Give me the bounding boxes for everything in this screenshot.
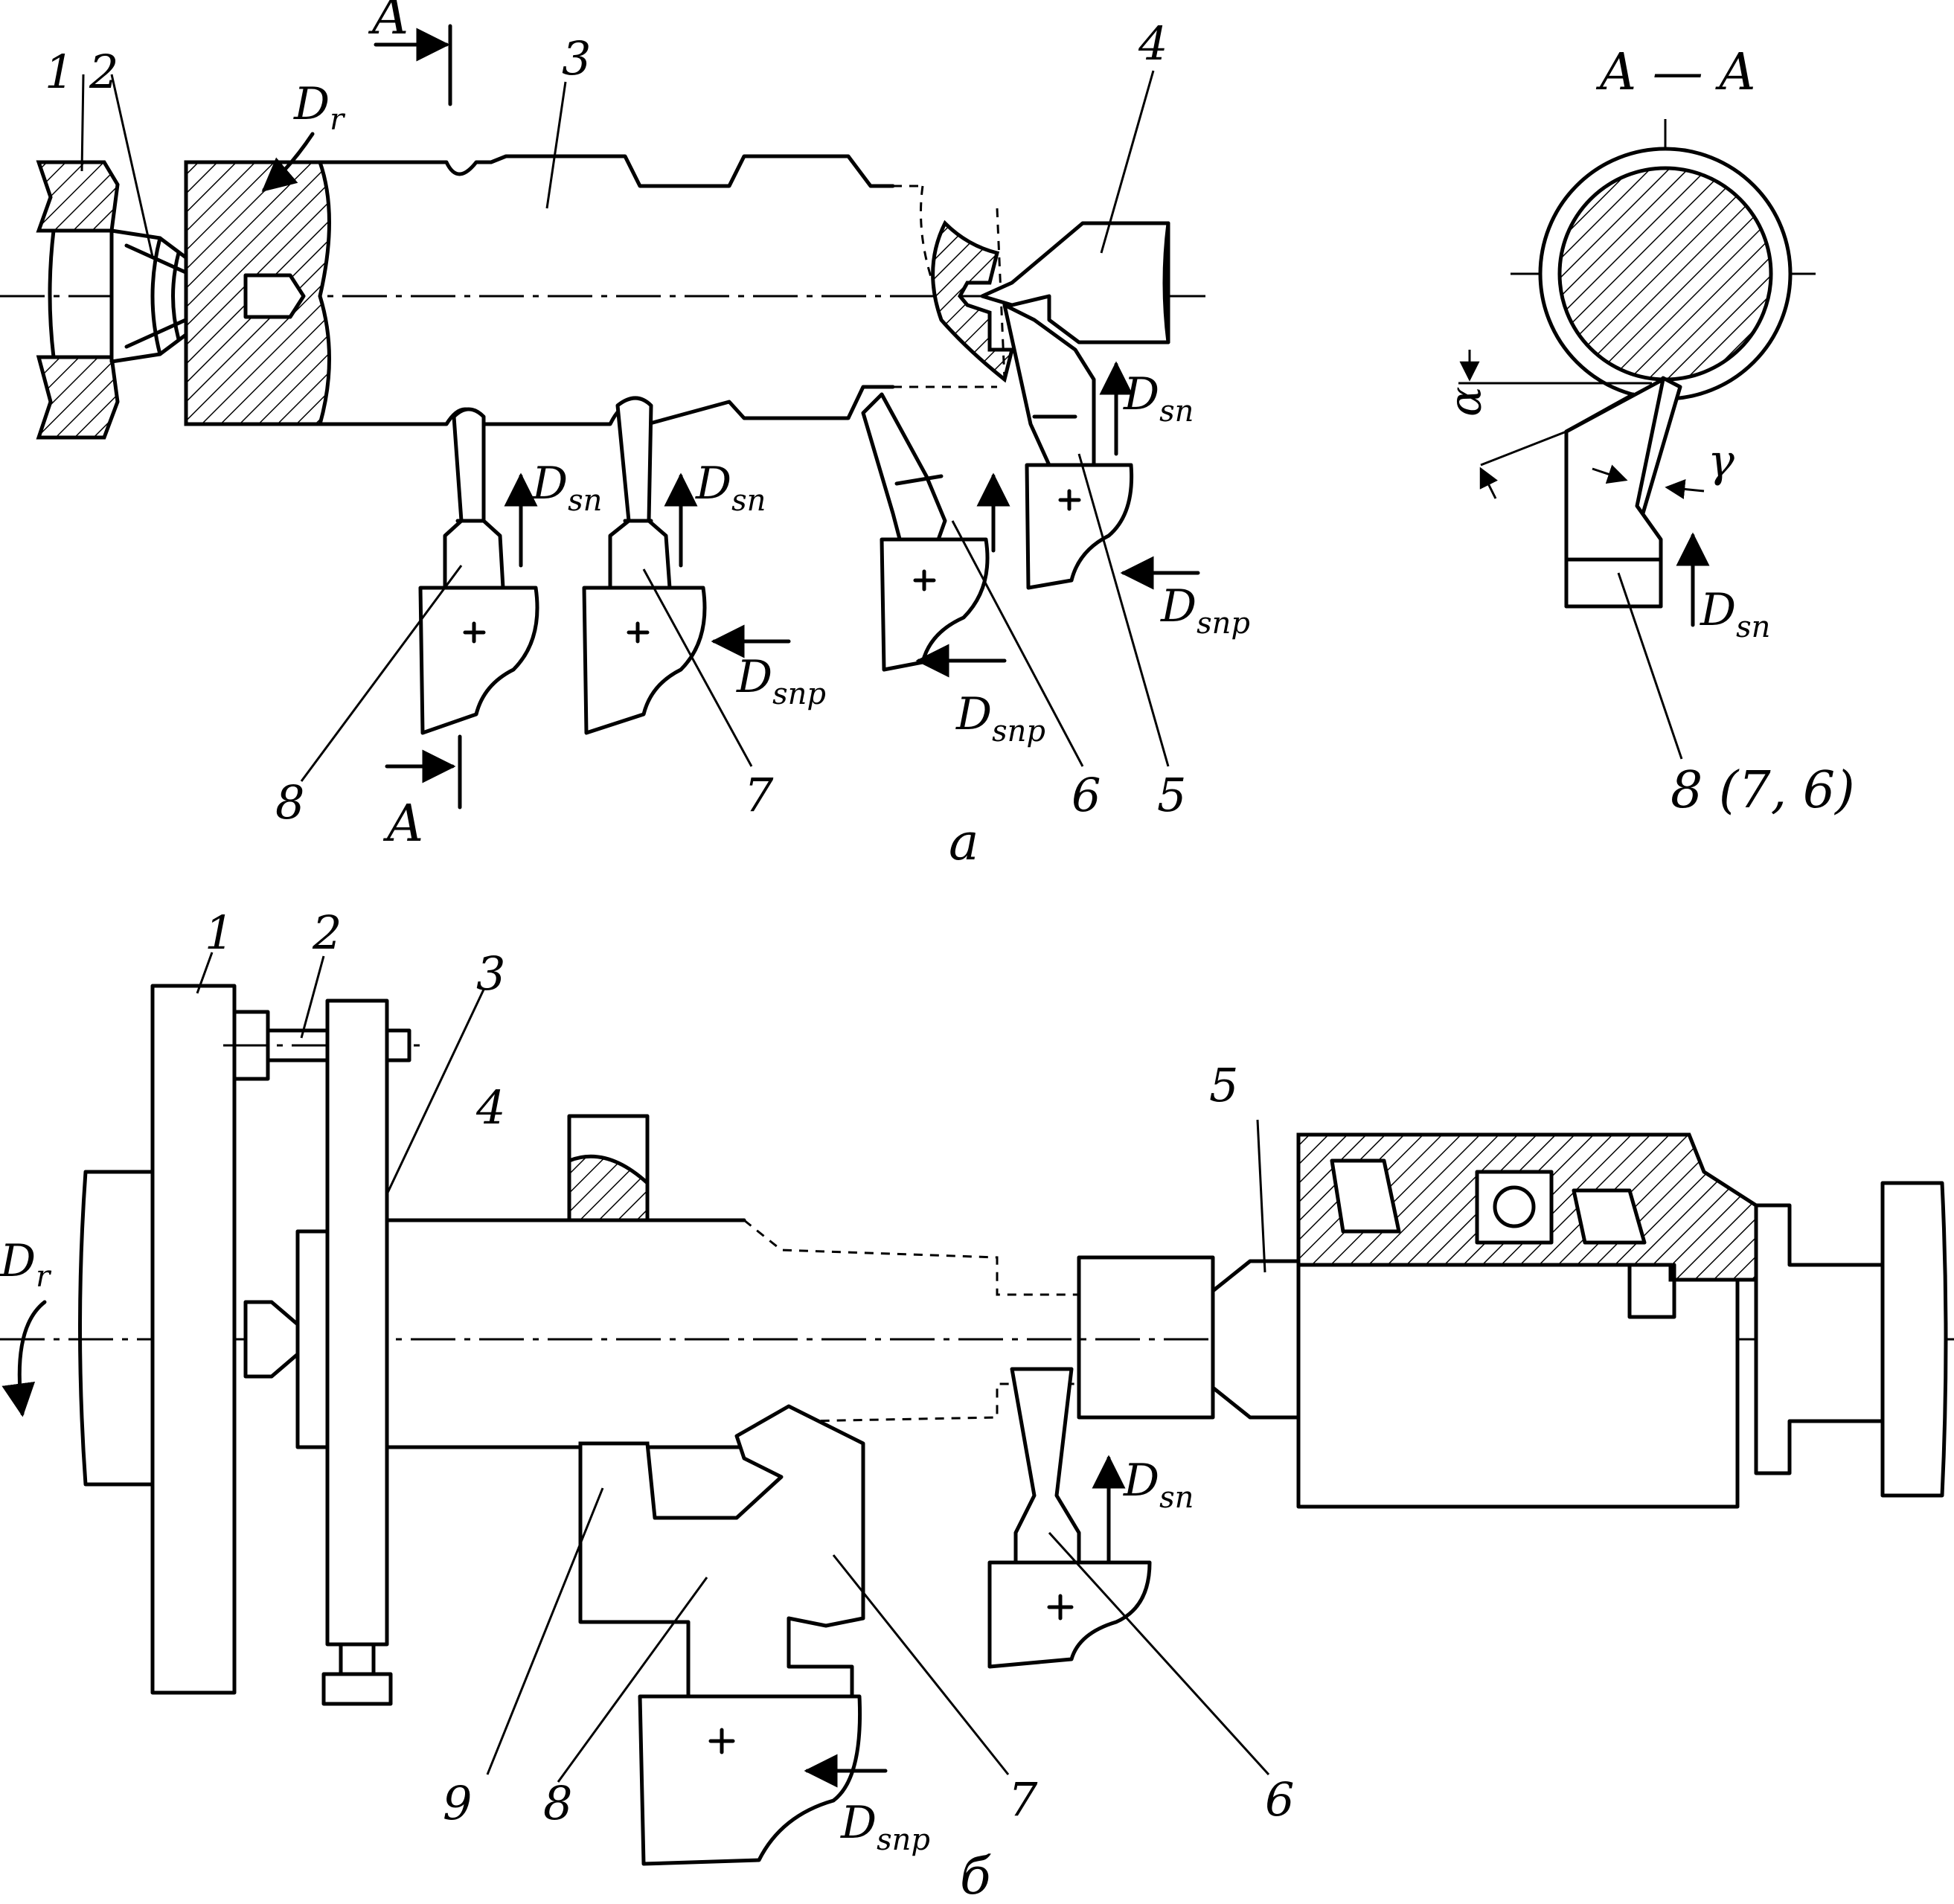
rotation-label-b: Dr: [0, 1235, 52, 1294]
label-3-b: 3: [476, 946, 505, 1001]
label-5-b: 5: [1209, 1058, 1238, 1112]
label-1-b: 1: [205, 905, 234, 960]
bolt-part-2: [223, 1010, 424, 1081]
section-mark-bottom: A: [382, 795, 423, 853]
cutter-8: [418, 407, 539, 735]
tailstock-center-part-4: [980, 221, 1170, 344]
section-a-a: [1458, 119, 1816, 760]
feed-long-label-1: Dsпр: [736, 651, 826, 711]
rotation-label-a: Dr: [293, 78, 346, 137]
view-b: 1 2 3 4 5 6 7 8 9 б Dr Dsп Dsпр: [0, 905, 1954, 1904]
cutter-6: [861, 392, 990, 672]
label-2-a: 2: [89, 45, 118, 99]
tool-holder-7-8: [578, 1404, 865, 1866]
tailstock-part-5: [1211, 1132, 1948, 1509]
feed-trans-label-section: Dsп: [1700, 584, 1770, 644]
label-6-a: 6: [1072, 768, 1101, 822]
label-1-a: 1: [45, 45, 74, 99]
angle-alpha: α: [1440, 386, 1492, 417]
leaders-view-b: [196, 952, 1270, 1783]
section-part-label: 8 (7, 6): [1670, 761, 1855, 820]
feed-arrows-view-b: [1, 1300, 1126, 1788]
label-7-b: 7: [1008, 1772, 1038, 1827]
label-4-a: 4: [1138, 16, 1167, 71]
label-9-b: 9: [443, 1776, 472, 1830]
left-center-b: [243, 1300, 300, 1379]
feed-trans-label-b: Dsп: [1123, 1455, 1194, 1515]
cutter-7: [582, 396, 707, 735]
rest-top: [567, 1114, 650, 1222]
feed-long-label-3: Dsпр: [1160, 580, 1250, 641]
label-3-a: 3: [562, 31, 591, 86]
label-8-b: 8: [543, 1776, 572, 1830]
label-7-a: 7: [744, 768, 774, 822]
label-2-b: 2: [312, 905, 342, 960]
feed-trans-label-1: Dsп: [531, 458, 602, 518]
spindle-part-1: [36, 160, 120, 440]
caption-a: а: [949, 813, 979, 872]
caption-b: б: [960, 1847, 991, 1904]
feed-long-label-2: Dsпр: [955, 688, 1045, 749]
feed-arrows-view-a: [261, 24, 1200, 810]
label-4-b: 4: [475, 1080, 505, 1135]
leaders-view-a: [80, 70, 1170, 782]
label-8-a: 8: [275, 775, 304, 830]
label-6-b: 6: [1265, 1772, 1294, 1827]
spindle-b: [78, 1170, 155, 1487]
dog-part-3: [295, 999, 393, 1706]
workpiece-part-3: [184, 154, 1015, 426]
section-title: A — A: [1595, 43, 1755, 102]
cutter-6-b: [987, 1367, 1152, 1669]
angle-gamma: γ: [1708, 435, 1734, 487]
section-mark-top: A: [368, 0, 409, 46]
feed-trans-label-2: Dsп: [695, 458, 766, 518]
cutter-5: [1002, 303, 1134, 590]
feed-trans-label-3: Dsп: [1123, 368, 1194, 429]
view-a: 1 2 3 4 5 6 7 8 A A а A — A 8 (7, 6) Dr …: [0, 0, 1855, 872]
feed-long-label-b: Dsпр: [840, 1797, 930, 1857]
label-5-a: 5: [1157, 768, 1186, 822]
faceplate-part-1: [150, 984, 237, 1695]
